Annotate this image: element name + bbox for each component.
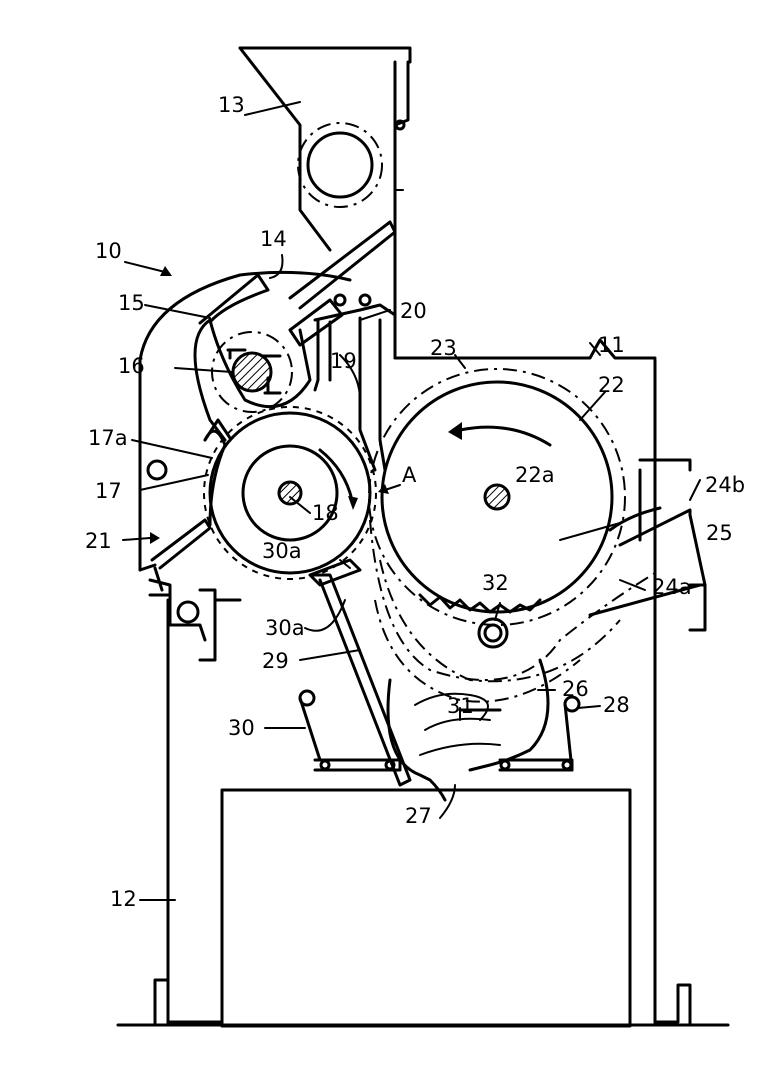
label-22a: 22a — [515, 463, 555, 487]
comb-teeth — [420, 595, 540, 647]
hood — [140, 272, 350, 570]
label-22: 22 — [598, 373, 625, 397]
chamber-31 — [388, 660, 548, 800]
label-21: 21 — [85, 529, 112, 553]
label-24a: 24a — [652, 575, 692, 599]
label-14: 14 — [260, 227, 287, 251]
label-A: A — [402, 463, 417, 487]
feed-roller — [308, 133, 372, 197]
label-16: 16 — [118, 354, 145, 378]
label-12: 12 — [110, 887, 137, 911]
label-13: 13 — [218, 93, 245, 117]
label-20: 20 — [400, 299, 427, 323]
airflow-lines — [370, 520, 660, 755]
label-27: 27 — [405, 804, 432, 828]
duct-19-20 — [315, 295, 395, 470]
label-18: 18 — [312, 501, 339, 525]
label-26: 26 — [562, 677, 589, 701]
linkage-28 — [500, 697, 579, 770]
label-24b: 24b — [705, 473, 745, 497]
label-30: 30 — [228, 716, 255, 740]
reference-labels: 13 10 14 15 16 17a 17 21 18 19 20 23 11 … — [85, 93, 745, 911]
label-11: 11 — [598, 333, 625, 357]
label-19: 19 — [330, 349, 357, 373]
label-25: 25 — [706, 521, 733, 545]
label-17a: 17a — [88, 426, 128, 450]
label-28: 28 — [603, 693, 630, 717]
label-17: 17 — [95, 479, 122, 503]
flap-linkage — [300, 560, 410, 785]
label-10: 10 — [95, 239, 122, 263]
label-15: 15 — [118, 291, 145, 315]
label-32: 32 — [482, 571, 509, 595]
label-30a-low: 30a — [265, 616, 305, 640]
label-29: 29 — [262, 649, 289, 673]
feed-chute — [240, 48, 410, 308]
label-31: 31 — [447, 694, 474, 718]
label-30a-top: 30a — [262, 539, 302, 563]
label-23: 23 — [430, 336, 457, 360]
